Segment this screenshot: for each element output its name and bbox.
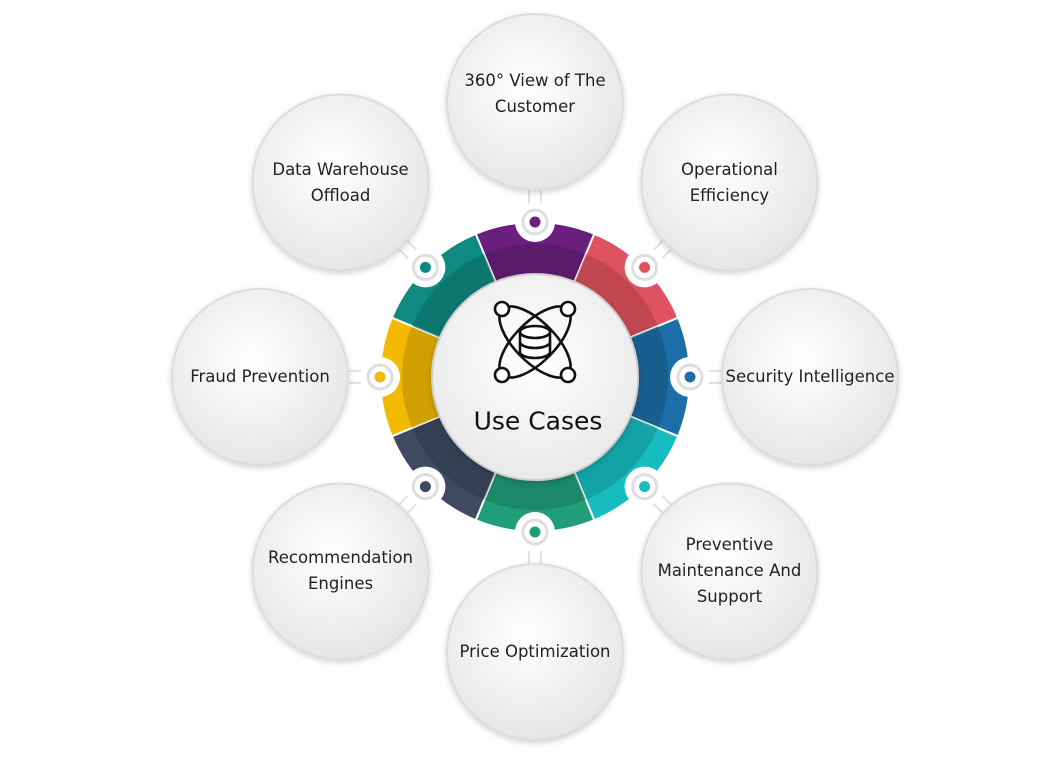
connector-dot (639, 481, 651, 493)
connector-dot (684, 371, 696, 383)
bubble-fraud-prevention[interactable] (171, 288, 349, 466)
label-operational-efficiency: Operational Efficiency (681, 159, 778, 205)
ring-segment-shade (484, 471, 586, 510)
bubble-security-intelligence[interactable] (721, 288, 899, 466)
atom-database-icon (493, 300, 577, 384)
ring-segment-shade (412, 254, 496, 338)
center-title: Use Cases (473, 406, 603, 436)
connector-dot (529, 216, 541, 228)
connector-dot (529, 526, 541, 538)
label-data-warehouse-offload: Data Warehouse Offload (272, 159, 409, 205)
bubble-recommendation-engines[interactable] (251, 482, 430, 661)
bubble-price-optimization[interactable] (446, 563, 624, 741)
ring-segment-shade (574, 254, 658, 338)
connector-dot (419, 261, 431, 273)
label-360-view-customer: 360° View of The Customer (464, 71, 606, 116)
bubble-data-warehouse-offload[interactable] (251, 93, 430, 272)
label-fraud-prevention: Fraud Prevention (190, 367, 330, 386)
ring-segment-shade (412, 416, 496, 500)
label-security-intelligence: Security Intelligence (725, 367, 895, 386)
bubble-preventive-maintenance[interactable] (640, 482, 819, 661)
label-preventive-maintenance: Preventive Maintenance And Support (657, 535, 802, 607)
label-recommendation-engines: Recommendation Engines (268, 548, 414, 594)
connector-dot (374, 371, 386, 383)
ring-segment-shade (629, 326, 668, 428)
bubble-360-view-customer[interactable] (446, 13, 624, 191)
bubble-operational-efficiency[interactable] (640, 93, 819, 272)
label-price-optimization: Price Optimization (459, 642, 611, 661)
ring-segment-shade (574, 416, 658, 500)
connector-dot (419, 481, 431, 493)
ring-segment-shade (484, 244, 586, 283)
center-circle (431, 273, 639, 481)
connector-dot (639, 261, 651, 273)
ring-segment-shade (402, 326, 441, 428)
